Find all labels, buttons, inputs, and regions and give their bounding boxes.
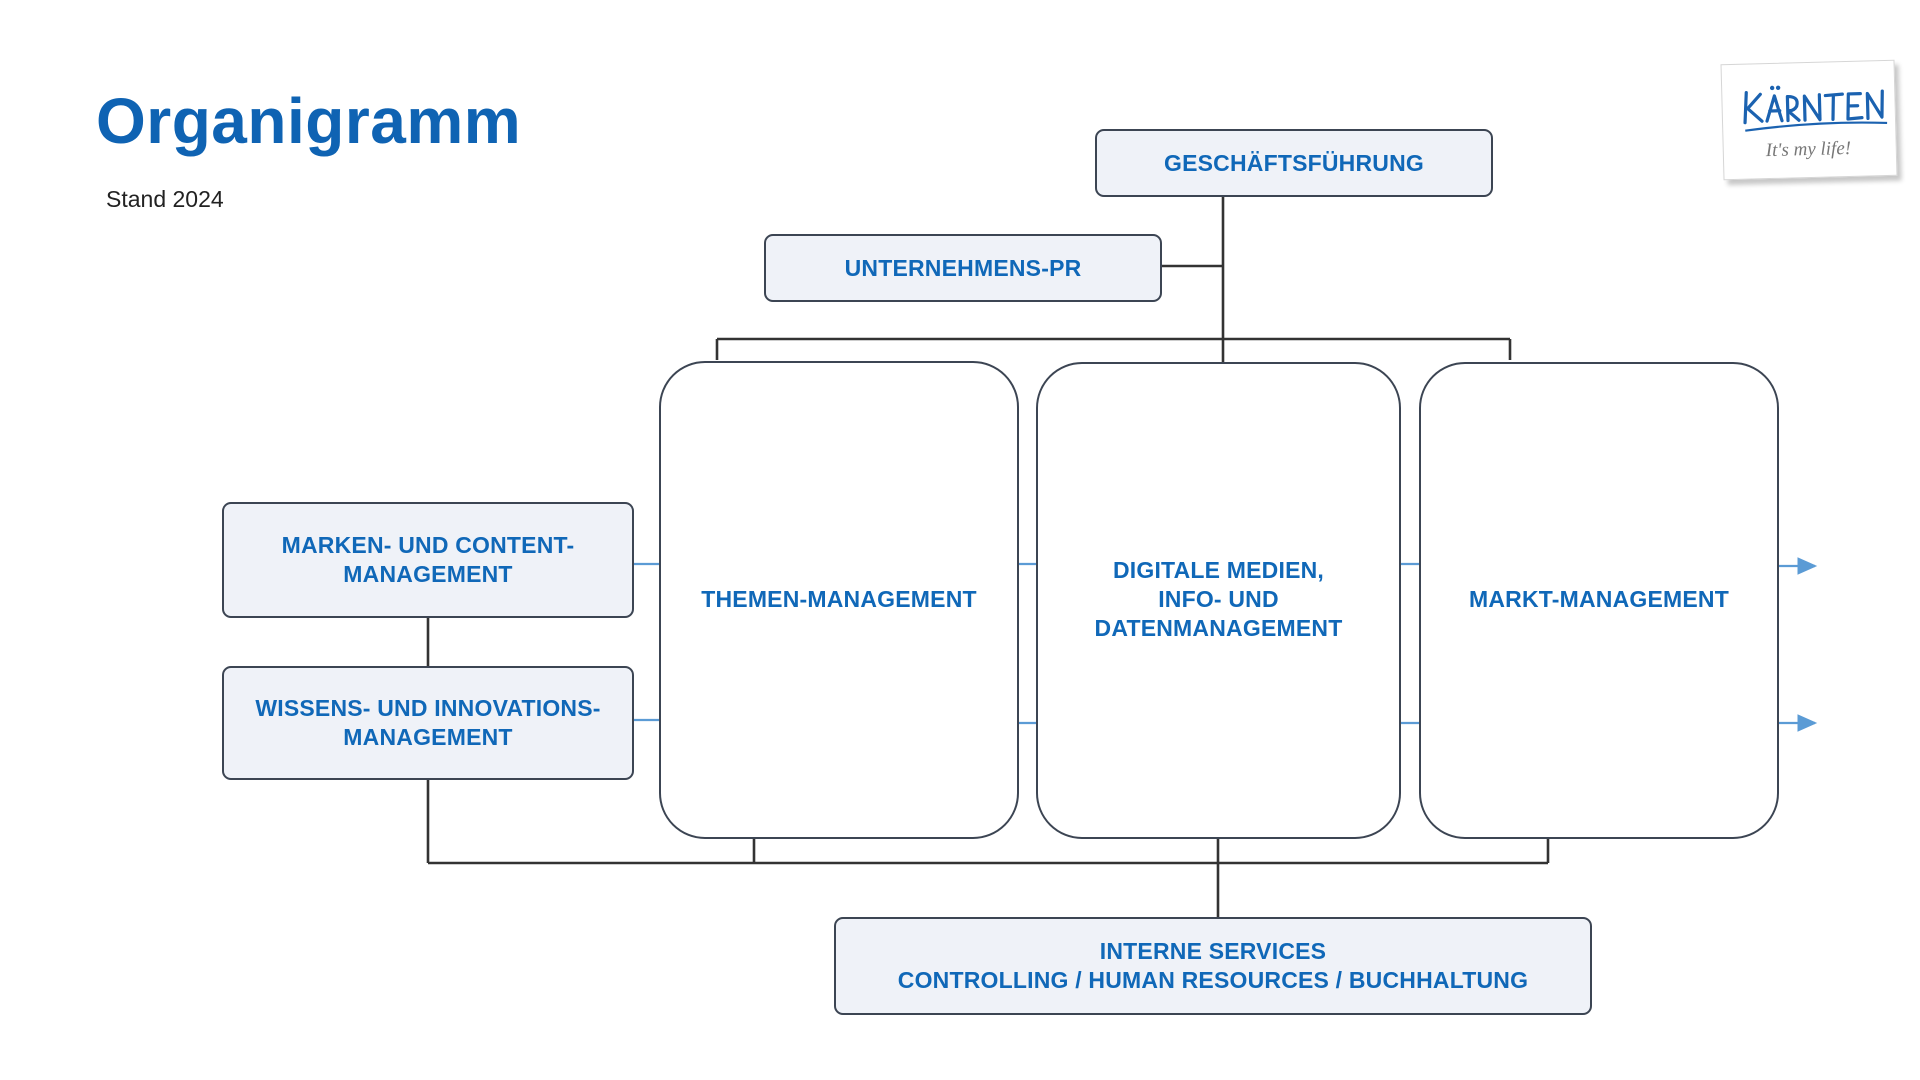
kaernten-logo: It's my life! — [1720, 59, 1898, 181]
box-interne-label: INTERNE SERVICES CONTROLLING / HUMAN RES… — [897, 938, 1529, 993]
box-markt-label: MARKT-MANAGEMENT — [1468, 586, 1729, 612]
svg-text:It's my life!: It's my life! — [1765, 138, 1852, 161]
box-marken-label: MARKEN- UND CONTENT- MANAGEMENT — [281, 532, 575, 587]
kaernten-logo-graphic: It's my life! — [1743, 85, 1888, 161]
box-geschaeftsfuehrung-label: GESCHÄFTSFÜHRUNG — [1163, 149, 1425, 176]
box-geschaeftsfuehrung: GESCHÄFTSFÜHRUNG — [1095, 129, 1493, 197]
box-digitale-medien: DIGITALE MEDIEN, INFO- UND DATENMANAGEME… — [1036, 362, 1401, 839]
page-title: Organigramm — [96, 85, 522, 157]
box-themen-management: THEMEN-MANAGEMENT — [659, 361, 1019, 839]
page-subtitle: Stand 2024 — [106, 186, 224, 212]
box-markt-management: MARKT-MANAGEMENT — [1419, 362, 1779, 839]
box-wissens-label: WISSENS- UND INNOVATIONS- MANAGEMENT — [255, 695, 601, 750]
box-wissens-innovations-management: WISSENS- UND INNOVATIONS- MANAGEMENT — [222, 666, 634, 780]
box-themen-label: THEMEN-MANAGEMENT — [701, 585, 977, 612]
box-unternehmens-pr: UNTERNEHMENS-PR — [764, 234, 1162, 302]
box-digitale-label: DIGITALE MEDIEN, INFO- UND DATENMANAGEME… — [1094, 557, 1343, 641]
box-unternehmens-pr-label: UNTERNEHMENS-PR — [844, 254, 1082, 281]
box-interne-services: INTERNE SERVICES CONTROLLING / HUMAN RES… — [834, 917, 1592, 1015]
box-marken-content-management: MARKEN- UND CONTENT- MANAGEMENT — [222, 502, 634, 618]
